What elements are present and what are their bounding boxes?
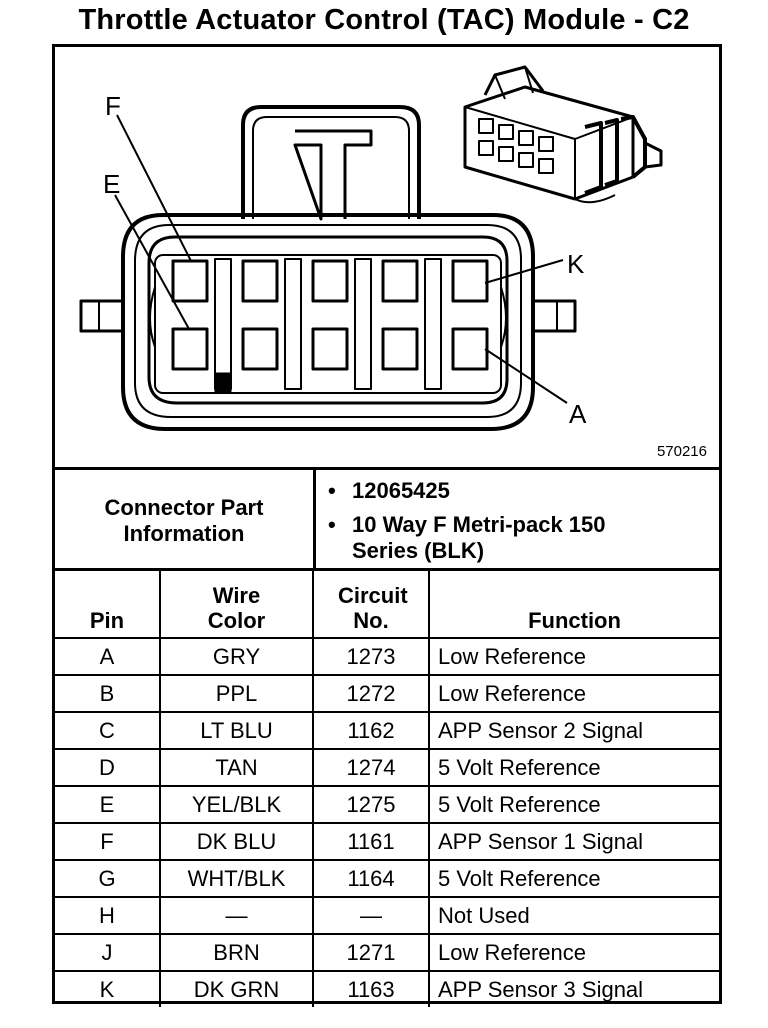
pin-cell: J bbox=[55, 933, 161, 972]
connector-info-list: • 12065425 • 10 Way F Metri-pack 150 Ser… bbox=[328, 478, 622, 564]
circuit-cell: 1275 bbox=[312, 785, 430, 824]
function-cell: 5 Volt Reference bbox=[428, 748, 719, 787]
pin-label-a: A bbox=[569, 399, 587, 429]
header-circuit-no: Circuit No. bbox=[312, 568, 430, 639]
connector-outer-shell bbox=[121, 213, 535, 431]
table-row: D TAN 1274 5 Volt Reference bbox=[55, 748, 719, 787]
pin-cell: C bbox=[55, 711, 161, 750]
pin-label-f: F bbox=[105, 91, 121, 121]
circuit-cell: 1274 bbox=[312, 748, 430, 787]
terminal-row-top bbox=[171, 259, 489, 303]
pin-cell: K bbox=[55, 970, 161, 1007]
pin-cell: E bbox=[55, 785, 161, 824]
wire-color-cell: WHT/BLK bbox=[159, 859, 314, 898]
circuit-cell: 1272 bbox=[312, 674, 430, 713]
wire-color-cell: GRY bbox=[159, 637, 314, 676]
connector-diagram: F E K A bbox=[79, 65, 663, 431]
pin-cell: D bbox=[55, 748, 161, 787]
circuit-cell: 1271 bbox=[312, 933, 430, 972]
circuit-cell: — bbox=[312, 896, 430, 935]
pin-cell: A bbox=[55, 637, 161, 676]
function-cell: Low Reference bbox=[428, 933, 719, 972]
table-row: J BRN 1271 Low Reference bbox=[55, 933, 719, 972]
table-row: A GRY 1273 Low Reference bbox=[55, 637, 719, 676]
bullet: • bbox=[328, 478, 336, 503]
function-cell: Low Reference bbox=[428, 674, 719, 713]
connector-latch bbox=[241, 105, 421, 219]
function-cell: APP Sensor 1 Signal bbox=[428, 822, 719, 861]
pin-cell: G bbox=[55, 859, 161, 898]
table-row: K DK GRN 1163 APP Sensor 3 Signal bbox=[55, 970, 719, 1007]
pin-label-e: E bbox=[103, 169, 120, 199]
wire-color-cell: LT BLU bbox=[159, 711, 314, 750]
wire-color-cell: DK GRN bbox=[159, 970, 314, 1007]
pin-cell: H bbox=[55, 896, 161, 935]
pin-k-leader bbox=[484, 259, 564, 284]
connector-type-text: 10 Way F Metri-pack 150 Series (BLK) bbox=[352, 512, 606, 563]
header-wire-color: Wire Color bbox=[159, 568, 314, 639]
pin-a-leader bbox=[484, 348, 568, 404]
bullet: • bbox=[328, 512, 336, 537]
part-number-text: 12065425 bbox=[352, 478, 450, 503]
circuit-cell: 1161 bbox=[312, 822, 430, 861]
wire-color-cell: — bbox=[159, 896, 314, 935]
pin-cell: B bbox=[55, 674, 161, 713]
function-cell: Low Reference bbox=[428, 637, 719, 676]
function-cell: 5 Volt Reference bbox=[428, 785, 719, 824]
wire-color-cell: TAN bbox=[159, 748, 314, 787]
connector-info-label: Connector Part Information bbox=[55, 470, 316, 571]
table-row: C LT BLU 1162 APP Sensor 2 Signal bbox=[55, 711, 719, 750]
table-row: B PPL 1272 Low Reference bbox=[55, 674, 719, 713]
circuit-cell: 1164 bbox=[312, 859, 430, 898]
circuit-cell: 1273 bbox=[312, 637, 430, 676]
connector-frame: F E K A bbox=[52, 44, 722, 1007]
connector-part-number: • 12065425 bbox=[328, 478, 622, 504]
function-cell: Not Used bbox=[428, 896, 719, 935]
page-title: Throttle Actuator Control (TAC) Module -… bbox=[78, 4, 690, 36]
table-row: F DK BLU 1161 APP Sensor 1 Signal bbox=[55, 822, 719, 861]
table-header-row: Pin Wire Color Circuit No. Function bbox=[55, 568, 719, 639]
wire-color-cell: BRN bbox=[159, 933, 314, 972]
table-row: E YEL/BLK 1275 5 Volt Reference bbox=[55, 785, 719, 824]
pin-e-leader bbox=[114, 194, 190, 330]
function-cell: APP Sensor 3 Signal bbox=[428, 970, 719, 1007]
header-pin: Pin bbox=[55, 568, 161, 639]
pin-cell: F bbox=[55, 822, 161, 861]
function-cell: 5 Volt Reference bbox=[428, 859, 719, 898]
wire-color-cell: DK BLU bbox=[159, 822, 314, 861]
terminal-row-bottom bbox=[171, 327, 489, 371]
connector-isometric-view bbox=[463, 65, 663, 204]
pin-label-k: K bbox=[567, 249, 585, 279]
wire-color-cell: YEL/BLK bbox=[159, 785, 314, 824]
connector-left-tab bbox=[79, 299, 125, 333]
connector-right-tab bbox=[531, 299, 577, 333]
circuit-cell: 1163 bbox=[312, 970, 430, 1007]
table-row: H — — Not Used bbox=[55, 896, 719, 935]
pin-f-leader bbox=[116, 114, 192, 262]
pinout-table: Pin Wire Color Circuit No. Function A GR… bbox=[55, 568, 719, 1007]
connector-type: • 10 Way F Metri-pack 150 Series (BLK) bbox=[328, 512, 622, 564]
circuit-cell: 1162 bbox=[312, 711, 430, 750]
connector-cavity bbox=[154, 254, 502, 394]
connector-info-row: Connector Part Information • 12065425 • … bbox=[55, 467, 719, 571]
table-row: G WHT/BLK 1164 5 Volt Reference bbox=[55, 859, 719, 898]
diagram-code: 570216 bbox=[656, 443, 707, 460]
function-cell: APP Sensor 2 Signal bbox=[428, 711, 719, 750]
wire-color-cell: PPL bbox=[159, 674, 314, 713]
header-function: Function bbox=[428, 568, 719, 639]
